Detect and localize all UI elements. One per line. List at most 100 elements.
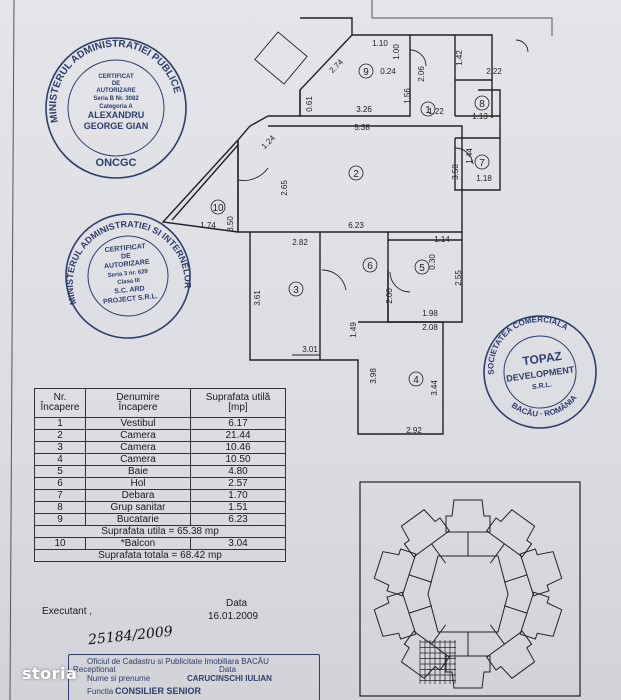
dimension-label: 1.56 (403, 88, 412, 104)
room-number: 2 (353, 169, 359, 180)
cadastre-line1: Oficiul de Cadastru si Publicitate Imobi… (87, 657, 269, 666)
row-area: 1.51 (190, 501, 286, 514)
building-wing (400, 624, 451, 679)
dimension-label: 5.38 (354, 123, 370, 132)
plan-walls (161, 17, 501, 435)
authorization-stamp-middle: MINISTERUL ADMINISTRATIEI SI INTERNELOR … (58, 213, 194, 339)
header-area: Suprafata utilă [mp] (190, 388, 286, 418)
building-wings (373, 499, 563, 689)
row-area: 6.17 (190, 417, 286, 430)
site-plan (359, 481, 581, 697)
cadastre-data: Data (219, 665, 236, 674)
room-number-circle (474, 154, 490, 170)
stamp-left-line: ALEXANDRU (88, 110, 145, 120)
room-number: 8 (479, 99, 485, 110)
cadastre-line4: Functia (87, 687, 114, 696)
stamp-left-line: Seria B Nr. 3082 (93, 96, 139, 102)
stamp-middle-line: Clasa III (117, 278, 141, 286)
row-area: 1.70 (190, 489, 286, 502)
row-nr: 9 (34, 513, 86, 526)
building-wing (373, 548, 433, 597)
dimension-label: 2.65 (280, 180, 289, 196)
stamp-middle-line: DE (121, 253, 132, 261)
stamp-middle-line: AUTORIZARE (104, 259, 151, 271)
room-number-circle (414, 259, 430, 275)
room-number: 1 (425, 105, 431, 116)
dimension-label: 6.23 (348, 221, 364, 230)
table-row: 7 Debara 1.70 (34, 489, 286, 502)
room-number-circle (420, 101, 436, 117)
stamp-middle-line: Seria 3 nr. 629 (107, 269, 148, 279)
dimension-label: 1.10 (372, 39, 388, 48)
dimension-label: 2.82 (292, 238, 308, 247)
stamp-left-line: GEORGE GIAN (84, 121, 149, 131)
company-srl: S.R.L. (532, 382, 553, 392)
dimension-label: 1.74 (200, 221, 216, 230)
dimension-label: 1.42 (455, 50, 464, 66)
grand-total: Suprafata totala = 68.42 mp (34, 549, 286, 562)
row-nr: 5 (34, 465, 86, 478)
authorization-stamp-left: MINISTERUL ADMINISTRATIEI PUBLICE CERTIF… (45, 37, 187, 179)
room-number-circle (474, 95, 490, 111)
row-nr: 4 (34, 453, 86, 466)
row-area: 6.23 (190, 513, 286, 526)
useful-total-row: Suprafata utila = 65.38 mp (34, 525, 286, 538)
company-stamp: SOCIETATEA COMERCIALA BACĂU · ROMÂNIA TO… (480, 310, 597, 429)
row-name: Hol (85, 477, 191, 490)
dimension-label: 3.26 (356, 105, 372, 114)
stamp-left-bottom: ONCGC (96, 157, 137, 169)
storia-watermark: storia (22, 664, 78, 683)
stamp-left-line: CERTIFICAT (98, 74, 134, 80)
dimension-label: 1.22 (428, 107, 444, 116)
dimension-label: 1.00 (392, 44, 401, 60)
row-name: *Balcon (85, 537, 191, 550)
building-wing (400, 509, 451, 564)
dimension-label: 1.18 (476, 174, 492, 183)
dimension-label: 1.98 (422, 309, 438, 318)
row-area: 2.57 (190, 477, 286, 490)
sheet-edge (371, 0, 553, 36)
grand-total-row: Suprafata totala = 68.42 mp (34, 549, 286, 562)
stamp-left-line: DE (112, 81, 120, 87)
cadastre-receptionat: Receptionat (73, 665, 116, 674)
stamp-middle-line: PROJECT S.R.L. (103, 293, 158, 306)
door-arcs (237, 31, 529, 356)
building-wing (445, 632, 491, 689)
dimension-label: 3.44 (430, 380, 439, 396)
dimension-label: 2.92 (406, 426, 422, 435)
room-number-circle (210, 199, 226, 215)
row-name: Bucatarie (85, 513, 191, 526)
table-row: 4 Camera 10.50 (34, 453, 286, 466)
row-area: 10.50 (190, 453, 286, 466)
table-row: 5 Baie 4.80 (34, 465, 286, 478)
margin-line (9, 0, 15, 700)
room-number-circle (358, 63, 374, 79)
dimension-label: 3.98 (369, 368, 378, 384)
cadastre-name: CARUCINSCHI IULIAN (187, 674, 272, 683)
row-name: Camera (85, 453, 191, 466)
stamp-left-line: AUTORIZARE (96, 88, 135, 94)
rooms-table: Nr. Încapere Denumire Încapere Suprafata… (34, 388, 286, 562)
row-nr: 1 (34, 417, 86, 430)
row-nr: 2 (34, 429, 86, 442)
cadastre-stamp: Oficiul de Cadastru si Publicitate Imobi… (68, 654, 320, 700)
room-number: 6 (367, 261, 373, 272)
date-label: Data (226, 598, 248, 609)
dimension-label: 3.50 (451, 164, 460, 180)
stamp-left-line: Categoria A (99, 104, 133, 110)
dimension-label: 1.13 (472, 112, 488, 121)
row-nr: 10 (34, 537, 86, 550)
table-row: 9 Bucatarie 6.23 (34, 513, 286, 526)
room-number-circle (288, 281, 304, 297)
stamp-middle-line: S.C. ARD (114, 285, 145, 295)
header-name: Denumire Încapere (85, 388, 191, 418)
row-name: Vestibul (85, 417, 191, 430)
room-number-circle (362, 257, 378, 273)
dimension-label: 2.08 (422, 323, 438, 332)
cadastre-function: CONSILIER SENIOR (115, 686, 202, 696)
dimension-label: 2.55 (454, 270, 463, 286)
room-number-circle (408, 371, 424, 387)
